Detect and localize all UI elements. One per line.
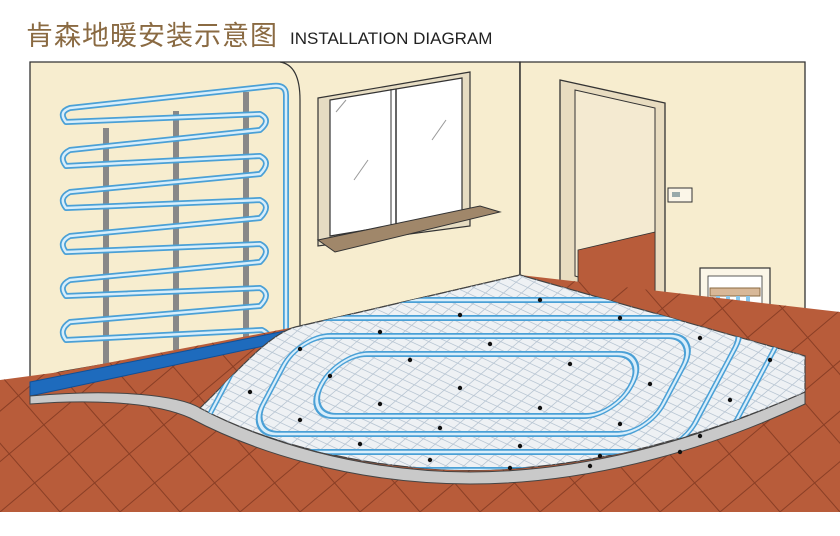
floor-pipe-ring: [313, 351, 640, 419]
board-line: [200, 275, 557, 470]
pipe-clip: [457, 385, 463, 391]
floor-pipe-ring: [200, 315, 743, 455]
window-icon: [316, 71, 502, 253]
board-line: [200, 275, 503, 470]
pipe-clip: [297, 417, 303, 423]
pipe-clip: [427, 457, 433, 463]
pipe-clip: [617, 315, 623, 321]
pipe-clip: [587, 463, 593, 469]
pipe-clip: [457, 312, 463, 318]
pipe-clip: [697, 335, 703, 341]
board-line: [200, 275, 611, 470]
title-chinese: 肯森地暖安装示意图: [26, 21, 278, 52]
pipe-clip: [327, 373, 333, 379]
floor-heating-pipe: [200, 297, 792, 470]
pipe-clip: [597, 453, 603, 459]
tile-line: [779, 275, 840, 512]
tile-line: [0, 275, 121, 512]
pipe-clip: [647, 381, 653, 387]
tile-line: [659, 275, 840, 512]
pipe-clip: [617, 421, 623, 427]
pipe-clip: [567, 361, 573, 367]
pipe-clip: [537, 297, 543, 303]
pipe-clip: [537, 405, 543, 411]
pipe-clip: [357, 441, 363, 447]
pipe-clip: [727, 397, 733, 403]
board-line: [200, 275, 593, 470]
floor-pipe-ring: [200, 297, 792, 470]
tile-line: [0, 275, 61, 512]
pipe-clip: [437, 425, 443, 431]
door-icon: [559, 79, 666, 311]
pipe-clip: [377, 401, 383, 407]
pipe-clip: [247, 389, 253, 395]
board-line: [200, 275, 575, 470]
board-line: [200, 275, 629, 470]
pipe-clip: [517, 443, 523, 449]
pipe-clip: [297, 346, 303, 352]
pipe-clips: [247, 297, 773, 471]
board-line: [200, 275, 449, 470]
pipe-clip: [377, 329, 383, 335]
tile-line: [719, 275, 840, 512]
thermostat-icon: [667, 187, 693, 203]
pipe-clip: [487, 341, 493, 347]
board-line: [200, 275, 521, 470]
pipe-clip: [507, 465, 513, 471]
title-english: INSTALLATION DIAGRAM: [290, 29, 493, 48]
pipe-clip: [767, 357, 773, 363]
pipe-clip: [407, 357, 413, 363]
header: 肯森地暖安装示意图 INSTALLATION DIAGRAM: [26, 14, 492, 54]
pipe-clip: [697, 433, 703, 439]
pipe-clip: [677, 449, 683, 455]
floor-pipe-ring: [255, 333, 691, 437]
